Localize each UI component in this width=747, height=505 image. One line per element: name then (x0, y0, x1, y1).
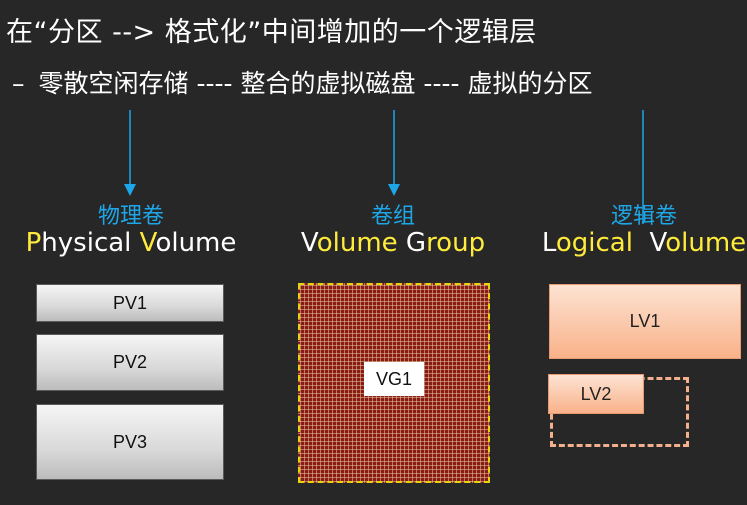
bullet-dash: – (12, 69, 25, 98)
pv-box: PV2 (36, 334, 224, 391)
pv-label-en-part: olume (155, 228, 237, 258)
lv-box: LV1 (549, 284, 741, 359)
lv-label-en-part: ogical (555, 228, 650, 258)
vg-label-en-part: G (405, 228, 427, 258)
pv-label-en: Physical Volume (26, 228, 237, 258)
vg-label-zh: 卷组 (370, 204, 416, 229)
vg-label-en-part: V (300, 228, 317, 258)
vg-label-en-part: roup (426, 228, 486, 258)
volume-group-box (298, 283, 490, 483)
lv-box: LV2 (548, 374, 644, 414)
pv-box: PV3 (36, 404, 224, 480)
pv-label-en-part: P (25, 228, 42, 258)
vg-label-en-part: olume (316, 228, 406, 258)
page-title: 在“分区 --> 格式化”中间增加的一个逻辑层 (6, 17, 537, 48)
pv-label-en-part: hysical (41, 228, 140, 258)
lv-label-en-part: V (649, 228, 666, 258)
lv-label-en-part: olume (665, 228, 747, 258)
pv-box: PV1 (36, 284, 224, 322)
pv-label-en-part: V (139, 228, 156, 258)
lv-label-zh: 逻辑卷 (610, 204, 678, 229)
subtitle-text: 零散空闲存储 ---- 整合的虚拟磁盘 ---- 虚拟的分区 (38, 69, 593, 98)
lv-label-en-part: L (541, 228, 556, 258)
pv-label-zh: 物理卷 (97, 204, 165, 229)
lv-label-en: Logical Volume (542, 228, 746, 258)
subtitle: –零散空闲存储 ---- 整合的虚拟磁盘 ---- 虚拟的分区 (12, 64, 592, 100)
vg-label: VG1 (364, 362, 424, 396)
vg-label-en: Volume Group (301, 228, 485, 258)
